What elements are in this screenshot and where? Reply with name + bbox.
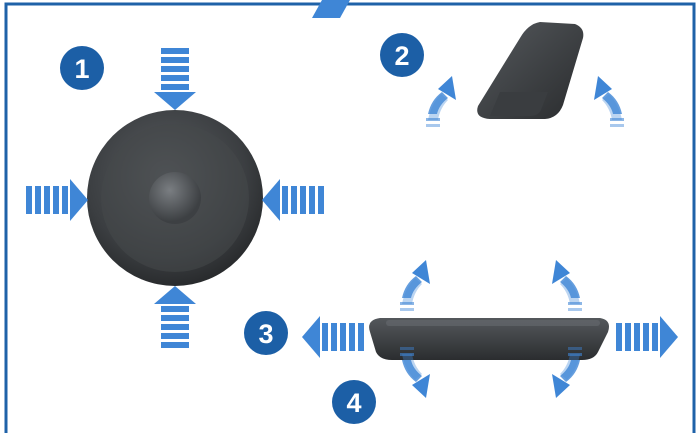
push-arrow-icon [26, 179, 88, 221]
push-arrow-icon [154, 286, 196, 348]
step-1-group: 1 [26, 46, 324, 348]
round-knob-icon [87, 110, 263, 286]
step-3-label: 3 [258, 319, 273, 349]
step-2-badge: 2 [380, 33, 424, 77]
slide-arrow-icon [302, 316, 364, 358]
step-1-badge: 1 [60, 46, 104, 90]
tilt-lever-icon [477, 22, 583, 119]
slide-arrow-icon [616, 316, 678, 358]
slider-group: 3 4 [244, 260, 678, 424]
push-arrow-icon [262, 179, 324, 221]
curved-arrow-icon [552, 260, 582, 311]
curved-arrow-icon [400, 260, 430, 311]
step-4-badge: 4 [332, 380, 376, 424]
step-4-label: 4 [346, 388, 361, 418]
push-arrow-icon [154, 48, 196, 110]
step-3-badge: 3 [244, 311, 288, 355]
curved-arrow-icon [594, 76, 624, 127]
curved-arrow-icon [426, 76, 456, 127]
step-2-label: 2 [394, 41, 409, 71]
step-1-label: 1 [74, 54, 89, 84]
step-2-group: 2 [380, 22, 624, 127]
